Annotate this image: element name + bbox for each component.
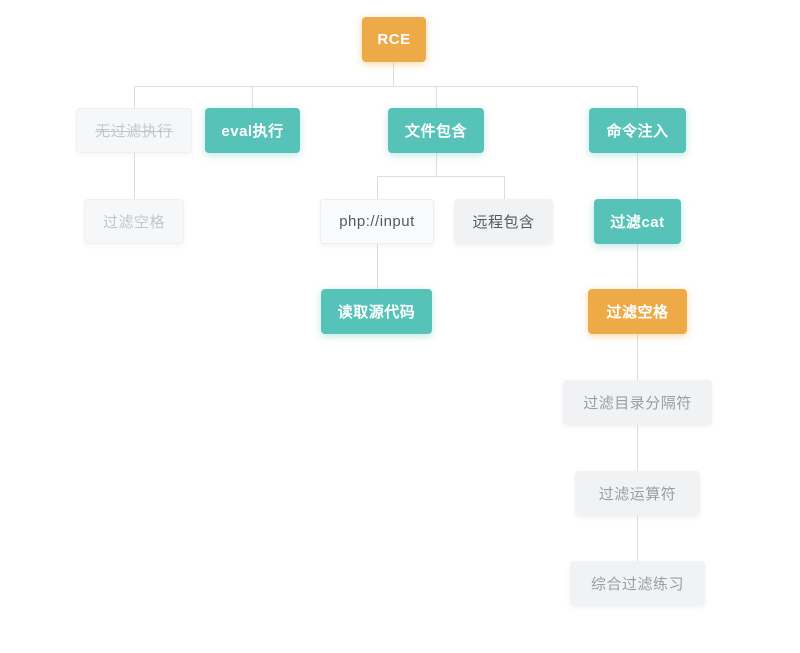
connector-line-vertical (504, 176, 505, 199)
connector-line-vertical (637, 334, 638, 380)
connector-line-vertical (637, 425, 638, 471)
connector-line-horizontal (377, 176, 504, 177)
node-file-include[interactable]: 文件包含 (388, 108, 484, 153)
connector-line-vertical (134, 153, 135, 199)
connector-line-vertical (637, 86, 638, 108)
node-no-filter-exec[interactable]: 无过滤执行 (76, 108, 192, 153)
node-combined-filter-practice[interactable]: 综合过滤练习 (570, 561, 705, 606)
connector-line-vertical (436, 153, 437, 176)
node-read-source-code[interactable]: 读取源代码 (321, 289, 432, 334)
connector-line-vertical (252, 86, 253, 108)
connector-line-vertical (393, 62, 394, 86)
connector-line-vertical (637, 244, 638, 289)
node-command-injection[interactable]: 命令注入 (589, 108, 686, 153)
node-filter-dir-separator[interactable]: 过滤目录分隔符 (563, 380, 712, 425)
connector-line-vertical (637, 515, 638, 561)
node-filter-space-left[interactable]: 过滤空格 (84, 199, 184, 244)
node-filter-operators[interactable]: 过滤运算符 (575, 471, 700, 516)
connector-line-vertical (134, 86, 135, 108)
connector-line-vertical (377, 176, 378, 199)
node-remote-include[interactable]: 远程包含 (454, 199, 553, 244)
connector-line-horizontal (134, 86, 638, 87)
node-rce[interactable]: RCE (362, 17, 426, 62)
node-filter-cat[interactable]: 过滤cat (594, 199, 681, 244)
connector-line-vertical (436, 86, 437, 108)
node-php-input[interactable]: php://input (320, 199, 434, 244)
connector-line-vertical (377, 244, 378, 289)
node-filter-space-right[interactable]: 过滤空格 (588, 289, 687, 334)
node-eval-exec[interactable]: eval执行 (205, 108, 300, 153)
connector-line-vertical (637, 153, 638, 199)
